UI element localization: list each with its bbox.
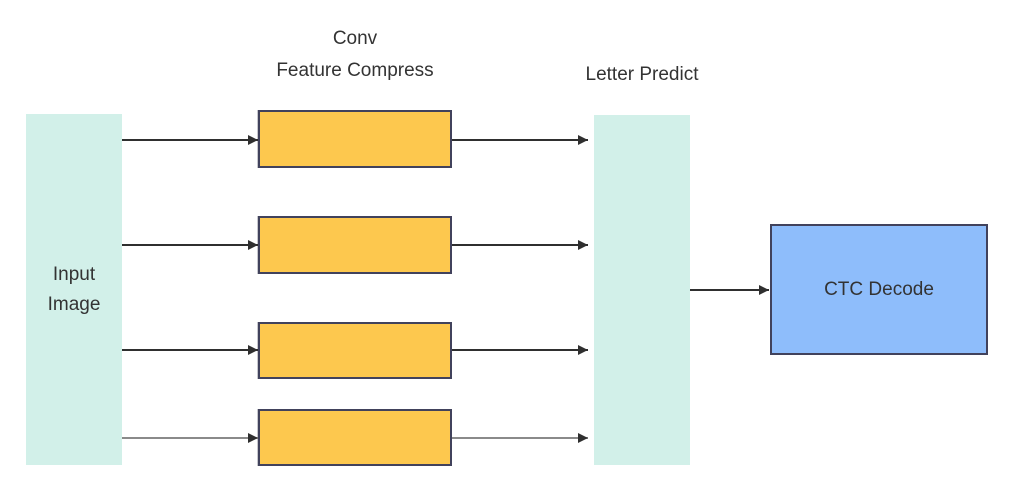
arrowhead-icon <box>248 135 258 145</box>
arrowhead-icon <box>578 433 588 443</box>
arrow-conv-to-letter-4 <box>452 433 588 443</box>
letter-predict-node <box>594 115 690 465</box>
input-image-node: Input Image <box>26 114 122 465</box>
arrowhead-icon <box>248 433 258 443</box>
ctc-decode-label: CTC Decode <box>824 278 934 300</box>
conv-feature-compress-label: Conv Feature Compress <box>276 28 434 81</box>
conv-feature-compress-box-3 <box>258 322 452 379</box>
arrow-conv-to-letter-2 <box>452 240 588 250</box>
letter-predict-label: Letter Predict <box>585 64 699 85</box>
arrow-conv-to-letter-3 <box>452 345 588 355</box>
arrow-letter-to-ctc <box>690 285 769 295</box>
arrowhead-icon <box>578 345 588 355</box>
arrow-input-to-conv-2 <box>122 240 258 250</box>
arrow-input-to-conv-3 <box>122 345 258 355</box>
arrow-conv-to-letter-1 <box>452 135 588 145</box>
input-image-label: Input Image <box>47 263 101 315</box>
arrow-input-to-conv-4 <box>122 433 258 443</box>
arrowhead-icon <box>248 345 258 355</box>
arrowhead-icon <box>759 285 769 295</box>
conv-feature-compress-box-1 <box>258 110 452 168</box>
arrowhead-icon <box>578 240 588 250</box>
ctc-decode-node: CTC Decode <box>770 224 988 355</box>
conv-feature-compress-box-2 <box>258 216 452 274</box>
arrowhead-icon <box>578 135 588 145</box>
arrow-input-to-conv-1 <box>122 135 258 145</box>
conv-feature-compress-box-4 <box>258 409 452 466</box>
arrowhead-icon <box>248 240 258 250</box>
